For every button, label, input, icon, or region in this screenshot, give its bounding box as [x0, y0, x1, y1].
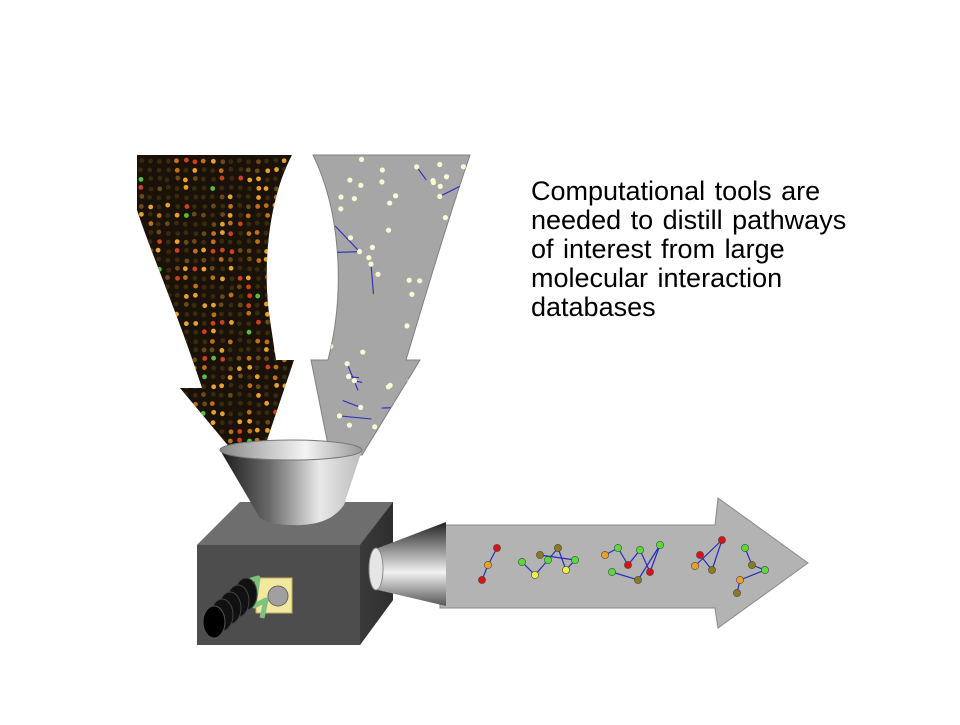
caption-line: of interest from large — [531, 235, 911, 264]
caption-line: databases — [531, 293, 911, 322]
microarray-arrow-icon — [137, 155, 297, 455]
caption-line: molecular interaction — [531, 264, 911, 293]
caption-line: Computational tools are — [531, 177, 911, 206]
gear-icon — [268, 586, 288, 606]
network-arrow-icon — [311, 155, 470, 455]
caption-text: Computational tools are needed to distil… — [531, 177, 911, 322]
caption-line: needed to distill pathways — [531, 206, 911, 235]
pathway-output-arrow-icon — [440, 498, 808, 628]
